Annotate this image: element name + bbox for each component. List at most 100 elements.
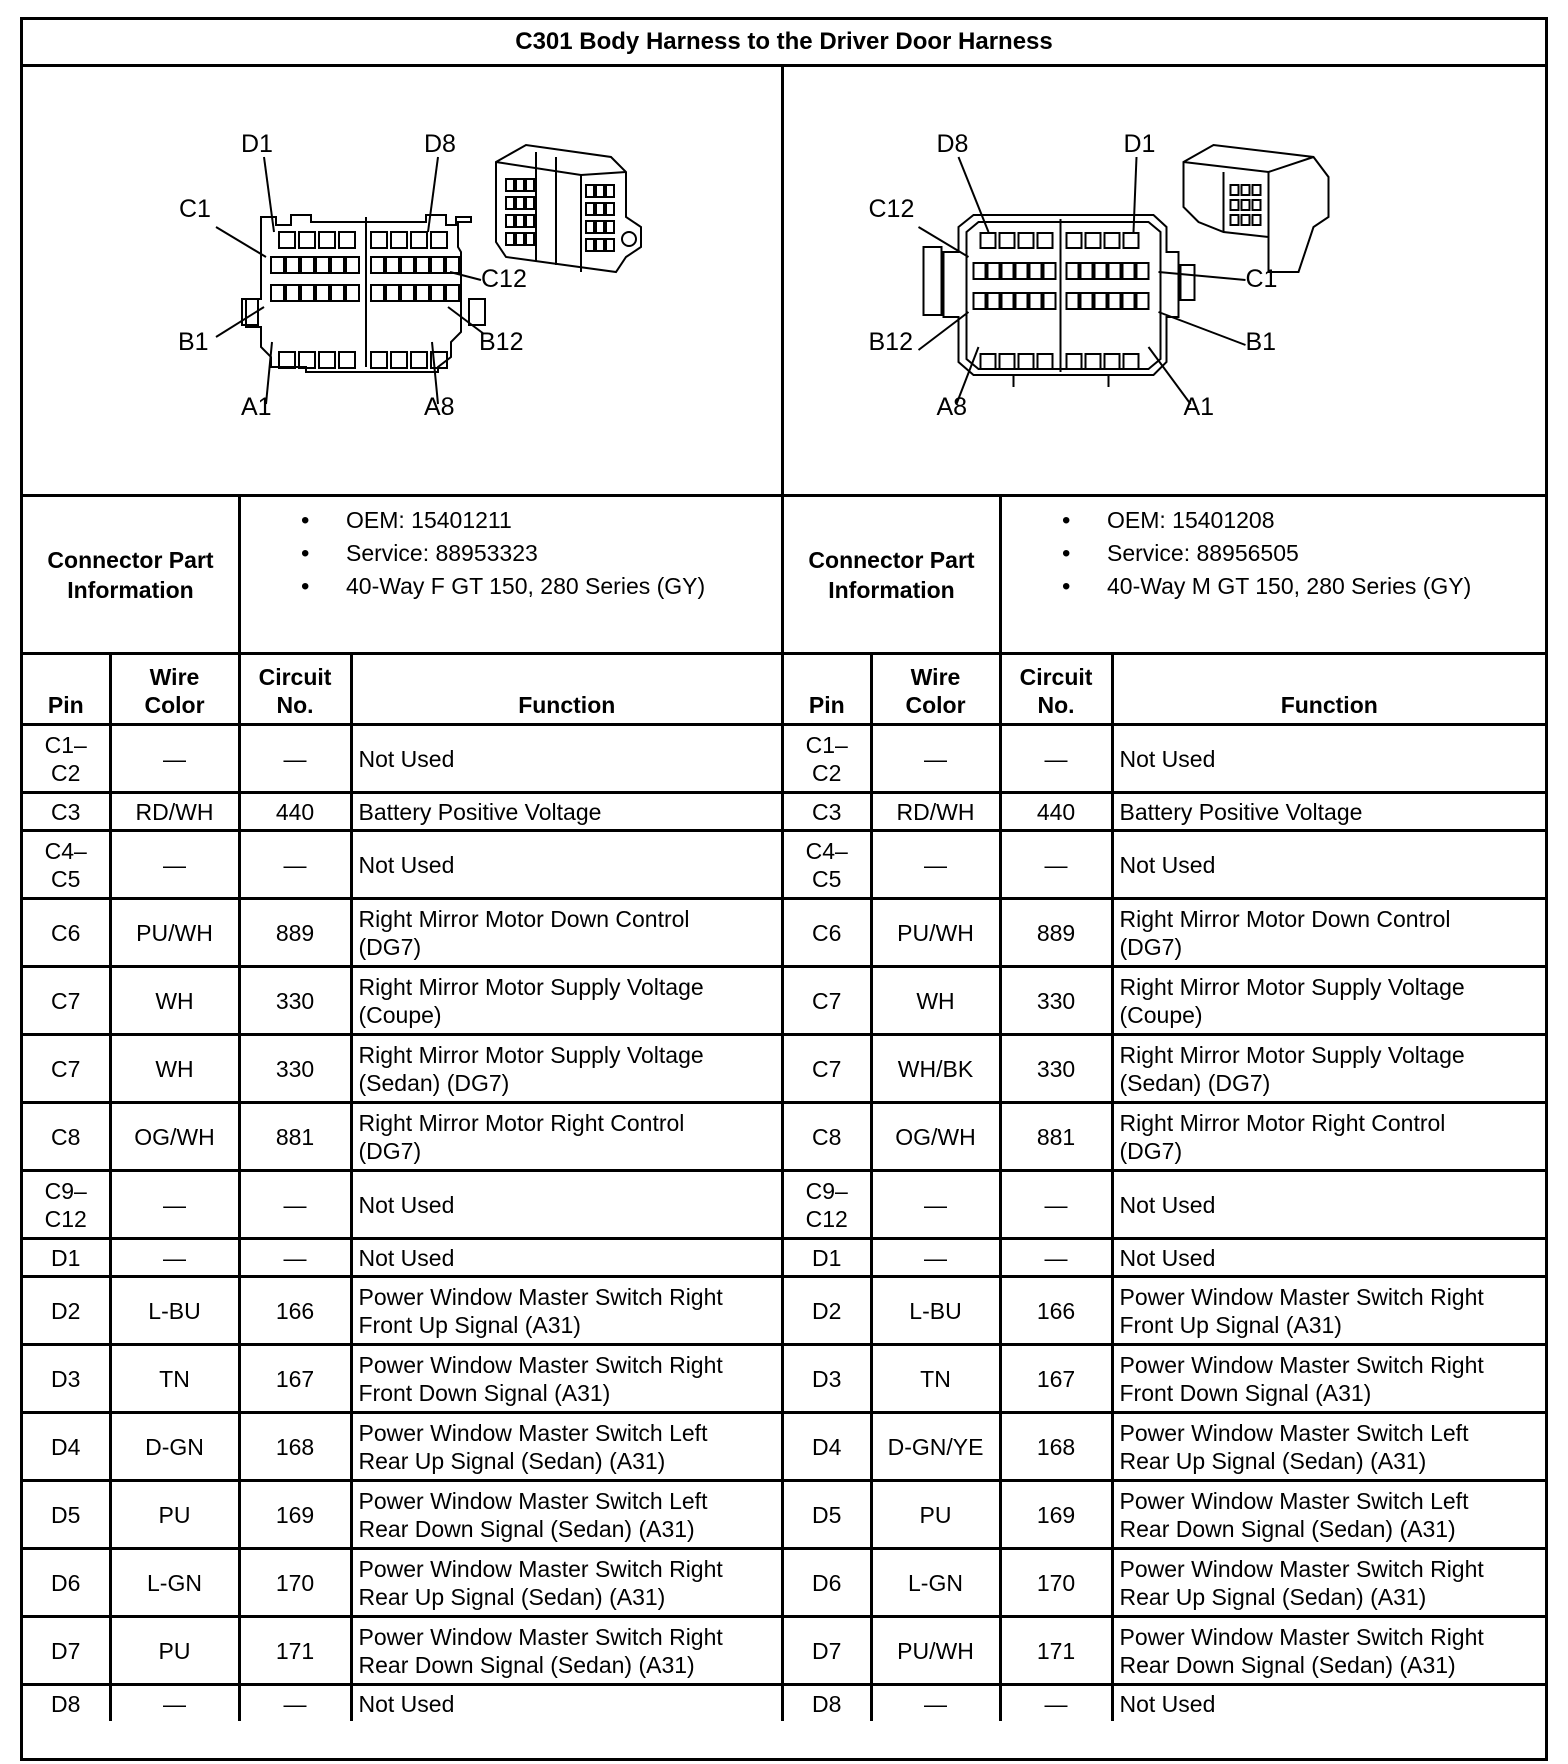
circuit-cell: 330 <box>237 1033 353 1104</box>
wire-color-cell: OG/WH <box>869 1101 1002 1172</box>
cavity <box>1084 353 1102 370</box>
pin-cell: D1 <box>784 1237 873 1278</box>
wire-color-cell: — <box>108 1169 241 1240</box>
cavity <box>972 262 987 280</box>
wire-color-cell: PU/WH <box>108 897 241 968</box>
circuit-cell: 881 <box>998 1101 1114 1172</box>
cavity <box>505 232 515 246</box>
cavity <box>979 232 997 249</box>
label-c1: C1 <box>179 195 211 223</box>
cavity <box>345 256 360 274</box>
connector-description: 40-Way M GT 150, 280 Series (GY) <box>1062 573 1545 606</box>
cavity <box>445 284 460 302</box>
wire-color-cell: L-GN <box>108 1547 241 1618</box>
part-info-list: OEM: 15401211 Service: 88953323 40-Way F… <box>241 497 781 652</box>
pin-cell: C6 <box>784 897 873 968</box>
cavity <box>278 231 296 249</box>
cavity <box>1103 232 1121 249</box>
cavity <box>270 284 285 302</box>
wire-color-cell: WH <box>108 1033 241 1104</box>
pin-cell: D1 <box>23 1237 112 1278</box>
wire-color-cell: — <box>108 1237 241 1278</box>
pin-cell: C8 <box>784 1101 873 1172</box>
circuit-cell: — <box>237 1169 353 1240</box>
pin-cell: C4–C5 <box>784 829 873 900</box>
cavity <box>410 231 428 249</box>
header-pin: Pin <box>23 655 112 726</box>
wire-color-cell: RD/WH <box>869 791 1002 832</box>
table-row: C9–C12——Not Used <box>784 1169 1545 1240</box>
function-cell: Battery Positive Voltage <box>1110 791 1545 832</box>
circuit-cell: — <box>237 829 353 900</box>
circuit-cell: — <box>237 723 353 794</box>
cavity <box>972 292 987 310</box>
circuit-cell: 166 <box>237 1275 353 1346</box>
label-c12: C12 <box>481 265 527 293</box>
wire-color-cell: — <box>869 1169 1002 1240</box>
cavity <box>1000 292 1015 310</box>
cavity <box>1014 292 1029 310</box>
wire-color-cell: PU/WH <box>869 1615 1002 1686</box>
cavity <box>1079 292 1094 310</box>
cavity <box>1000 262 1015 280</box>
circuit-cell: 168 <box>998 1411 1114 1482</box>
cavity <box>430 284 445 302</box>
cavity <box>318 351 336 369</box>
label-d1: D1 <box>1124 130 1156 158</box>
pin-cell: D2 <box>784 1275 873 1346</box>
cavity <box>525 232 535 246</box>
cavity-grid <box>270 231 460 369</box>
pin-cell: C7 <box>784 1033 873 1104</box>
pin-cell: C7 <box>784 965 873 1036</box>
label-c12: C12 <box>869 195 915 223</box>
label-b12: B12 <box>869 328 913 356</box>
wire-color-cell: D-GN/YE <box>869 1411 1002 1482</box>
cavity <box>585 202 595 216</box>
circuit-cell: — <box>998 829 1114 900</box>
cavity <box>370 256 385 274</box>
table-row: D8——Not Used <box>23 1683 783 1721</box>
function-cell: Right Mirror Motor Down Control(DG7) <box>349 897 783 968</box>
circuit-cell: 889 <box>998 897 1114 968</box>
cavity <box>370 351 388 369</box>
pin-cell: D2 <box>23 1275 112 1346</box>
cavity <box>1122 353 1140 370</box>
pin-cell: C4–C5 <box>23 829 112 900</box>
cavity <box>1229 184 1240 196</box>
cavity <box>318 231 336 249</box>
pin-cell: D5 <box>23 1479 112 1550</box>
wire-color-cell: D-GN <box>108 1411 241 1482</box>
sheet-title: C301 Body Harness to the Driver Door Har… <box>23 20 1545 67</box>
cavity <box>525 214 535 228</box>
circuit-cell: 889 <box>237 897 353 968</box>
circuit-cell: 330 <box>998 965 1114 1036</box>
cavity <box>315 256 330 274</box>
cavity <box>1251 214 1262 226</box>
female-connector-diagram: D1 D8 C1 C12 B1 B12 A1 A8 <box>23 67 784 494</box>
circuit-cell: 169 <box>998 1479 1114 1550</box>
cavity <box>298 351 316 369</box>
wire-color-cell: WH/BK <box>869 1033 1002 1104</box>
cavity <box>1121 262 1136 280</box>
cavity <box>1251 184 1262 196</box>
cavity <box>979 353 997 370</box>
pin-cell: C3 <box>784 791 873 832</box>
pin-cell: D6 <box>784 1547 873 1618</box>
wire-color-cell: — <box>869 723 1002 794</box>
pin-cell: D8 <box>784 1683 873 1721</box>
cavity <box>300 284 315 302</box>
cavity <box>605 238 615 252</box>
cavity <box>1229 199 1240 211</box>
connector-diagrams: D1 D8 C1 C12 B1 B12 A1 A8 <box>23 67 1545 497</box>
cavity <box>1065 292 1080 310</box>
